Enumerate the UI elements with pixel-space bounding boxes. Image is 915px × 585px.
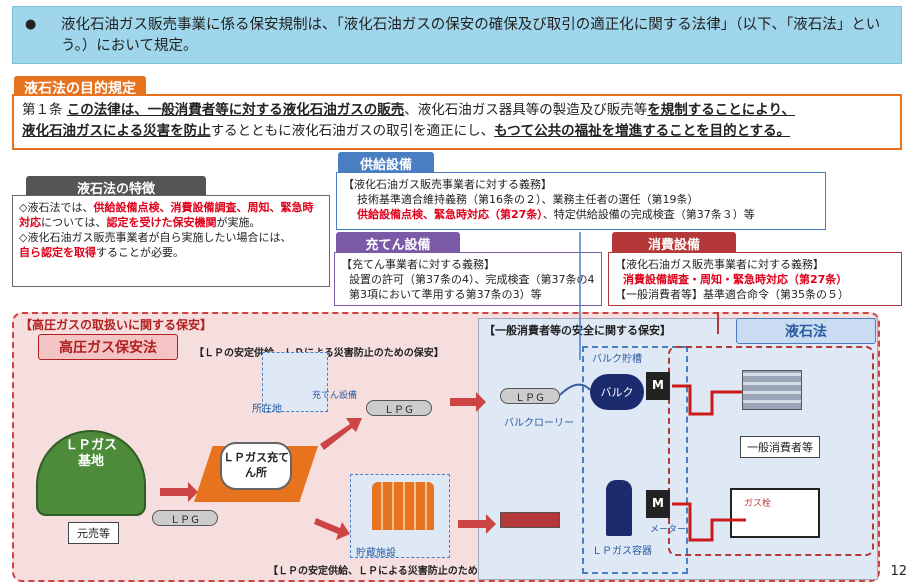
filling-title: 充てん設備: [336, 232, 460, 255]
banner-text: 液化石油ガス販売事業に係る保安規制は、「液化石油ガスの保安の確保及び取引の適正化…: [61, 17, 881, 54]
cock-label: ガス栓: [744, 499, 772, 509]
arrow-5: [458, 514, 496, 534]
house-icon: [730, 488, 820, 538]
art-bold-2: を規制することにより、: [647, 102, 795, 118]
bulk-tank-label: バルク貯槽: [592, 354, 642, 365]
f-r1: 供給設備点検、消費設備調査、周知、緊急時対応: [19, 201, 314, 229]
wholesaler-label: 元売等: [68, 522, 119, 544]
art-bold-1: この法律は、一般消費者等に対する液化石油ガスの販売: [66, 102, 405, 118]
bulk-lorry: ＬＰＧ: [500, 388, 560, 404]
supply-l2: 技術基準適合維持義務（第16条の２）、業務主任者の選任（第19条）: [357, 193, 699, 206]
filling-site: [262, 352, 328, 412]
consumer-l3: 【一般消費者等】基準適合命令（第35条の５）: [615, 288, 849, 301]
article-num: 第１条: [22, 102, 67, 118]
station-label: ＬＰガス充てん所: [220, 442, 292, 490]
f-r2: 認定を受けた保安機関: [106, 216, 217, 229]
meter-2: M: [646, 490, 670, 518]
f-t5: することが必要。: [96, 246, 184, 259]
consumer-zone: [668, 346, 874, 556]
cylinder-truck: [500, 512, 560, 528]
site-label: 所在地: [252, 404, 282, 415]
cylinder-rack: [372, 482, 434, 530]
filling-l2: 設置の許可（第37条の4）、完成検査（第37条の4第3項において準用する第37条…: [349, 273, 595, 301]
consumer-l1: 【液化石油ガス販売事業者に対する義務】: [615, 258, 824, 271]
hp-note-bottom: 【ＬＰの安定供給、ＬＰによる災害防止のための保安】: [268, 566, 518, 577]
hose-1: [559, 383, 591, 396]
pipe-2: [672, 502, 746, 542]
lpg-truck-2: ＬＰＧ: [366, 400, 432, 416]
supply-panel: 【液化石油ガス販売事業者に対する義務】 技術基準適合維持義務（第16条の２）、業…: [336, 172, 826, 230]
lpg-truck-1: ＬＰＧ: [152, 510, 218, 526]
summary-banner: ● 液化石油ガス販売事業に係る保安規制は、「液化石油ガスの保安の確保及び取引の適…: [12, 6, 902, 64]
supply-l1: 【液化石油ガス販売事業者に対する義務】: [343, 178, 552, 191]
lpg-cylinder: [606, 480, 632, 536]
storage-label: 貯蔵施設: [356, 548, 396, 559]
f-t3: が実施。: [216, 216, 261, 229]
base-label: ＬＰガス基地: [64, 438, 117, 469]
supply-l3b: 、特定供給設備の完成検査（第37条３）等: [542, 208, 755, 221]
art-bold-3: 液化石油ガスによる災害を防止: [22, 123, 211, 139]
f-r3: 自ら認定を取得: [19, 246, 96, 259]
f-t1: ◇液石法では、: [19, 201, 94, 214]
consumer-l2: 消費設備調査・周知・緊急時対応（第27条）: [623, 273, 848, 286]
article-1: 第１条 この法律は、一般消費者等に対する液化石油ガスの販売、液化石油ガス器具等の…: [12, 94, 902, 150]
art-bold-4: もつて公共の福祉を増進することを目的とする。: [494, 123, 791, 139]
arrow-2: [320, 418, 362, 450]
lp-safety-label: 【一般消費者等の安全に関する保安】: [484, 324, 671, 337]
hp-law-label: 高圧ガス保安法: [38, 334, 178, 360]
arrow-4: [314, 518, 350, 540]
features-title: 液石法の特徴: [26, 176, 206, 199]
arrow-3: [450, 392, 486, 412]
filling-label: 充てん設備: [312, 391, 358, 401]
building-icon: [742, 370, 802, 410]
bulk-tank: バルク: [590, 374, 644, 410]
hp-outer-label: 【高圧ガスの取扱いに関する保安】: [20, 318, 213, 332]
filling-panel: 【充てん事業者に対する義務】 設置の許可（第37条の4）、完成検査（第37条の4…: [334, 252, 602, 306]
page-number: 12: [890, 564, 907, 579]
lp-law-label: 液石法: [736, 318, 876, 344]
art-text-2: するとともに液化石油ガスの取引を適正にし、: [210, 123, 495, 139]
supply-title: 供給設備: [338, 152, 434, 175]
consumer-title: 消費設備: [612, 232, 736, 255]
bullet: ●: [25, 17, 37, 32]
pipe-1: [672, 384, 742, 416]
meter-label: メーター: [650, 525, 687, 535]
bulk-lorry-label: バルクローリー: [504, 418, 574, 429]
supply-l3a: 供給設備点検、緊急時対応（第27条）: [357, 208, 543, 221]
consumer-label: 一般消費者等: [740, 436, 820, 458]
cylinder-label: ＬＰガス容器: [592, 546, 652, 557]
supply-zone: [582, 346, 688, 574]
filling-l1: 【充てん事業者に対する義務】: [341, 258, 495, 271]
features-panel: ◇液石法では、供給設備点検、消費設備調査、周知、緊急時対応については、認定を受け…: [12, 195, 330, 287]
arrow-1: [160, 482, 198, 502]
f-t4: ◇液化石油ガス販売事業者が自ら実施したい場合には、: [19, 231, 292, 244]
meter-1: M: [646, 372, 670, 400]
consumer-panel: 【液化石油ガス販売事業者に対する義務】 消費設備調査・周知・緊急時対応（第27条…: [608, 252, 902, 306]
f-t2: については、: [41, 216, 107, 229]
art-text-1: 、液化石油ガス器具等の製造及び販売等: [404, 102, 648, 118]
